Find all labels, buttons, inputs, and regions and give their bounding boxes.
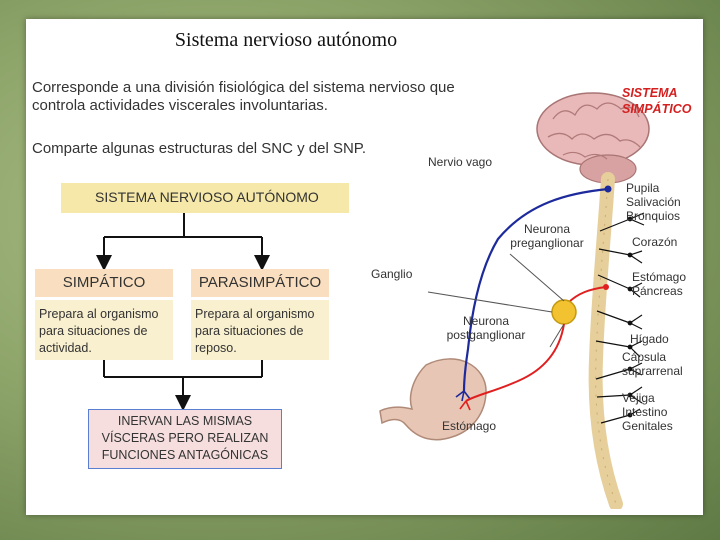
label-neurona-postganglionar: Neurona postganglionar [442, 314, 530, 342]
label-neurona-post-line-1: Neurona [462, 314, 510, 328]
brain-illustration [536, 92, 650, 184]
organ-label-group-1: Pupila Salivación Bronquios [626, 181, 681, 223]
organ-suprarrenal: suprarrenal [622, 364, 683, 378]
organ-intestino: Intestino [622, 405, 668, 419]
organ-branches [595, 212, 645, 424]
flowchart-connectors [96, 213, 270, 411]
label-estomago: Estómago [442, 419, 497, 433]
box-parasimpatico: PARASIMPÁTICO [191, 269, 329, 297]
organ-estomago: Estómago [632, 270, 687, 284]
organ-corazon: Corazón [632, 235, 678, 249]
organ-higado: Hígado [630, 332, 669, 346]
organ-label-group-5: Cápsula suprarrenal [622, 350, 683, 378]
label-neurona-preganglionar: Neurona preganglionar [504, 222, 590, 250]
ganglion-node [551, 299, 577, 325]
box-simpatico: SIMPÁTICO [35, 269, 173, 297]
intro-paragraph-2: Comparte algunas estructuras del SNC y d… [32, 140, 367, 157]
organ-pancreas: Páncreas [632, 284, 683, 298]
figure-heading-line-2: SIMPÁTICO [622, 102, 692, 116]
organ-salivacion: Salivación [626, 195, 681, 209]
organ-vejiga: Vejiga [622, 391, 655, 405]
figure-heading-line-1: SISTEMA [622, 86, 678, 100]
organ-label-group-3: Estómago Páncreas [632, 270, 686, 298]
slide-title: Sistema nervioso autónomo [174, 29, 398, 51]
slide: Sistema nervioso autónomo Corresponde a … [26, 19, 703, 515]
organ-label-group-4: Hígado [630, 332, 669, 346]
stomach-illustration [379, 358, 487, 441]
label-neurona-pre-line-2: preganglionar [510, 236, 584, 250]
box-inervan: INERVAN LAS MISMAS VÍSCERAS PERO REALIZA… [88, 409, 282, 469]
organ-capsula: Cápsula [622, 350, 667, 364]
box-simpatico-description: Prepara al organismo para situaciones de… [35, 300, 173, 360]
intro-paragraph-1: Corresponde a una división fisiológica d… [32, 79, 455, 114]
organ-pupila: Pupila [626, 181, 660, 195]
organ-genitales: Genitales [622, 419, 673, 433]
label-neurona-post-line-2: postganglionar [446, 328, 526, 342]
label-ganglio: Ganglio [371, 267, 413, 281]
figure-heading: SISTEMA SIMPÁTICO [622, 85, 691, 117]
organ-label-group-2: Corazón [632, 235, 677, 249]
organ-label-group-6: Vejiga Intestino Genitales [622, 391, 673, 433]
label-neurona-pre-line-1: Neurona [523, 222, 571, 236]
box-parasimpatico-description: Prepara al organismo para situaciones de… [191, 300, 329, 360]
box-sistema-nervioso-autonomo: SISTEMA NERVIOSO AUTÓNOMO [61, 183, 349, 213]
sympathetic-system-figure [379, 92, 650, 509]
label-nervio-vago: Nervio vago [428, 155, 493, 169]
organ-bronquios: Bronquios [626, 209, 681, 223]
